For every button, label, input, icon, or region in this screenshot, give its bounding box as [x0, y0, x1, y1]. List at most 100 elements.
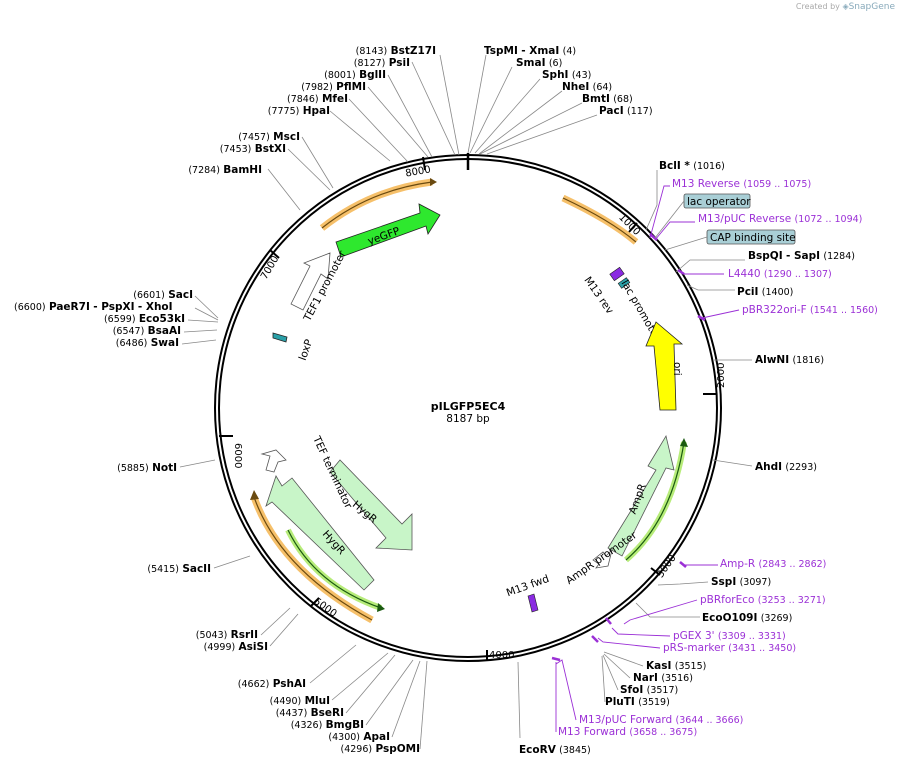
hyg-green-arc-line: [287, 529, 382, 609]
enzyme-bglii: (8001) BglII: [324, 69, 386, 81]
leader-bglii: [387, 74, 433, 158]
m13-fwd-marker: [527, 593, 539, 613]
leader-swai: [181, 339, 217, 345]
leader-pcii: [686, 284, 735, 291]
enzyme-pflmi: (7982) PflMI: [301, 81, 366, 93]
hygr-arrow-1: [329, 459, 413, 551]
loxp-marker: [272, 332, 288, 343]
leader-bspqi: [675, 259, 745, 273]
enzyme-swai: (6486) SwaI: [116, 337, 179, 349]
mark-pbrforeco: [605, 617, 612, 625]
cap-binding-site-label: CAP binding site: [710, 232, 796, 244]
enzyme-saci: (6601) SacI: [133, 289, 193, 301]
enzyme-bcli: BclI * (1016): [659, 160, 725, 172]
leader-msci: [301, 136, 334, 189]
primer-leaders: [555, 185, 740, 732]
yegfp-orange-arrow-icon: [430, 178, 437, 186]
leader-xhoi: [194, 307, 219, 321]
tef-terminator-arrow: [260, 449, 287, 473]
enzyme-ecorv: EcoRV (3845): [519, 744, 591, 756]
enzyme-sacii: (5415) SacII: [147, 563, 211, 575]
tick-mark-5000: [310, 597, 320, 607]
enzyme-rsrii: (5043) RsrII: [196, 629, 258, 641]
enzyme-bmti: BmtI (68): [582, 93, 633, 105]
tick-mark-7000: [269, 249, 280, 259]
enzyme-ecoo109i: EcoO109I (3269): [702, 612, 792, 624]
enzyme-alwni: AlwNI (1816): [755, 354, 824, 366]
enzyme-psii: (8127) PsiI: [354, 57, 410, 69]
ori-label: ori: [671, 362, 683, 376]
ampr-arrow: [607, 434, 675, 557]
leader-ecoo109i: [635, 602, 700, 618]
lac-operator-marker: [617, 277, 631, 289]
enzyme-bstz17i: (8143) BstZ17I: [356, 45, 436, 57]
enzyme-paer7i-pspxi-xhoi: (6600) PaeR7I - PspXI - XhoI: [14, 301, 173, 313]
credit-brand: SnapGene: [848, 2, 895, 12]
leader-eco53ki: [187, 319, 219, 323]
credit-prefix: Created by: [795, 2, 840, 11]
leader-bcli: [645, 170, 658, 231]
leader-bseri: [345, 654, 396, 714]
leader-bamhi: [267, 168, 301, 211]
tick-8000: 8000: [405, 164, 432, 179]
leader-m13puc-reverse: [654, 221, 695, 241]
enzyme-pspomi: (4296) PspOMI: [341, 743, 421, 755]
enzyme-bseri: (4437) BseRI: [276, 707, 344, 719]
leader-bstz17i: [439, 54, 460, 156]
enzyme-msci: (7457) MscI: [238, 131, 300, 143]
primer-l4440: L4440 (1290 .. 1307): [728, 268, 832, 280]
leader-tspmi: [467, 54, 487, 154]
enzyme-sphi: SphI (43): [542, 69, 591, 81]
enzyme-bstxi: (7453) BstXI: [220, 143, 286, 155]
leader-asisi: [269, 613, 299, 647]
enzyme-leaders: [179, 54, 753, 750]
leader-nhei: [478, 90, 563, 155]
primer-pbr322ori-f: pBR322ori-F (1541 .. 1560): [742, 304, 878, 316]
tick-3000: 3000: [655, 553, 679, 580]
enzyme-bamhi: (7284) BamHI: [188, 164, 262, 176]
primer-pgex3: pGEX 3' (3309 .. 3331): [673, 630, 786, 642]
leader-noti: [179, 459, 216, 468]
enzyme-bsaai: (6547) BsaAI: [113, 325, 181, 337]
ampr-promoter-arrow: [592, 548, 613, 569]
ampr-green-arc-line: [625, 441, 685, 561]
enzyme-pluti: PluTI (3519): [605, 696, 670, 708]
tick-marks: [219, 156, 716, 661]
leader-sfoi: [602, 654, 619, 691]
leader-smai: [469, 66, 513, 154]
enzyme-hpai: (7775) HpaI: [268, 105, 330, 117]
leader-m13-reverse: [649, 185, 670, 239]
leader-bsaai: [183, 329, 218, 333]
enzyme-noti: (5885) NotI: [117, 462, 177, 474]
leader-pflmi: [367, 86, 429, 158]
primer-m13-reverse: M13 Reverse (1059 .. 1075): [672, 178, 811, 190]
leader-lac-operator: [654, 200, 685, 239]
primer-amp-r: Amp-R (2843 .. 2862): [720, 558, 826, 570]
mark-amp-r: [679, 561, 687, 568]
enzyme-ahdi: AhdI (2293): [755, 461, 817, 473]
enzyme-apai: (4300) ApaI: [328, 731, 390, 743]
enzyme-sfoi: SfoI (3517): [620, 684, 678, 696]
leader-bstxi: [287, 148, 331, 191]
primer-pbrforeco: pBRforEco (3253 .. 3271): [700, 594, 826, 606]
mark-pbr322ori: [697, 314, 706, 322]
enzyme-paci: PacI (117): [599, 105, 653, 117]
leader-m13puc-forward: [555, 659, 577, 721]
mark-prs-marker: [591, 635, 599, 643]
loxp-label: loxP: [297, 338, 316, 362]
primer-m13puc-reverse: M13/pUC Reverse (1072 .. 1094): [698, 213, 862, 225]
enzyme-sspi: SspI (3097): [711, 576, 771, 588]
leader-hpai: [329, 110, 391, 162]
enzyme-nhei: NheI (64): [562, 81, 612, 93]
leader-bmti: [479, 102, 583, 155]
enzyme-mfei: (7846) MfeI: [287, 93, 348, 105]
snapgene-logo-icon: ◈: [842, 2, 849, 11]
leader-saci: [194, 295, 219, 319]
tick-mark-3000: [650, 567, 661, 576]
leader-sphi: [474, 78, 541, 154]
enzyme-eco53ki: (6599) Eco53kI: [104, 313, 185, 325]
leader-kasi: [603, 651, 644, 667]
leader-ahdi: [712, 459, 753, 467]
leader-psii: [411, 61, 456, 156]
enzyme-kasi: KasI (3515): [646, 660, 706, 672]
